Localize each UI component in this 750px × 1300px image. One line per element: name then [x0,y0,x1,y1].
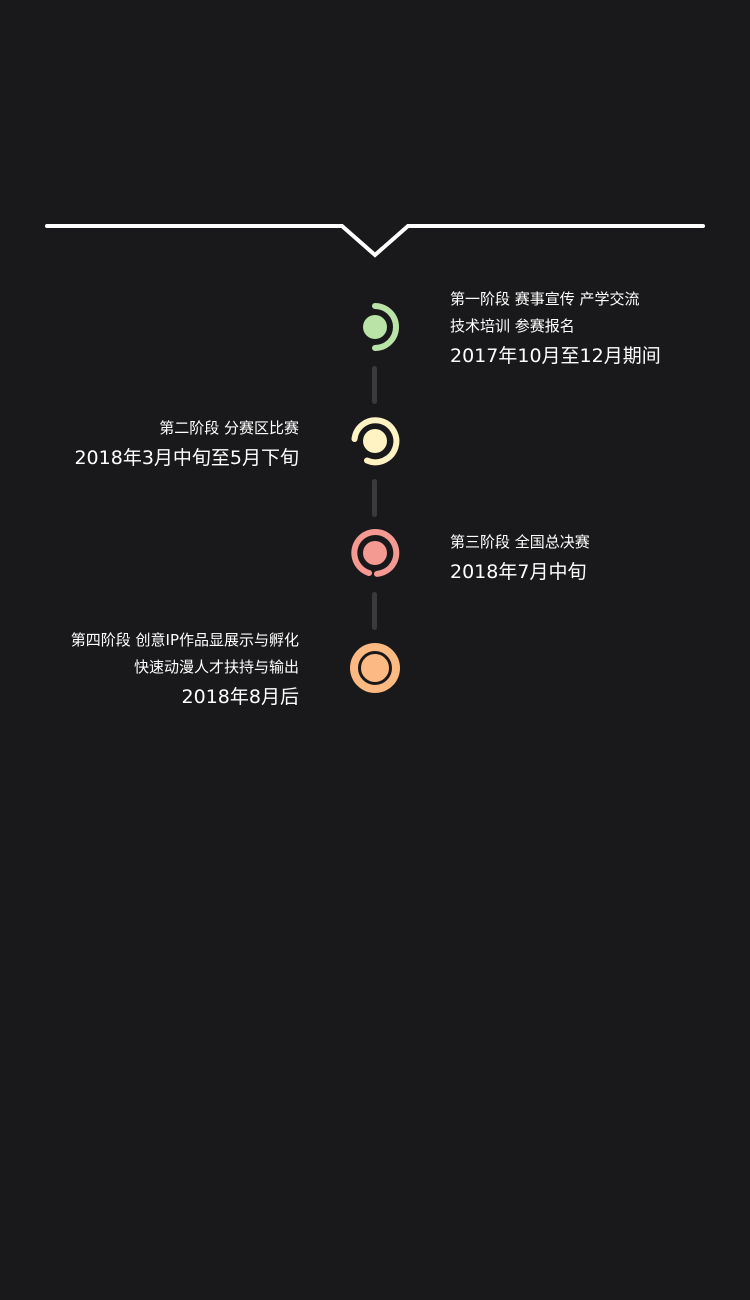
stage-1-date: 2017年10月至12月期间 [450,345,661,367]
stage-1-text: 第一阶段 赛事宣传 产学交流 技术培训 参赛报名 2017年10月至12月期间 [450,286,661,371]
stage-3-date: 2018年7月中旬 [450,561,587,583]
stage-4-node [347,640,403,696]
stage-2-text: 第二阶段 分赛区比赛 2018年3月中旬至5月下旬 [74,415,299,473]
stage-4-ring-icon [350,643,400,693]
timeline-connector-2 [372,479,377,517]
stage-1-title-line-1: 第一阶段 赛事宣传 产学交流 [450,290,640,308]
stage-1-title-line-2: 技术培训 参赛报名 [450,317,575,335]
stage-4-text: 第四阶段 创意IP作品显展示与孵化 快速动漫人才扶持与输出 2018年8月后 [71,627,299,712]
stage-4-date: 2018年8月后 [181,686,299,708]
timeline-connector-3 [372,592,377,630]
stage-2-node [347,413,403,469]
stage-2-progress-ring-icon [351,417,400,466]
stage-2-date: 2018年3月中旬至5月下旬 [74,447,299,469]
header-divider [45,224,705,258]
stage-3-title-line-1: 第三阶段 全国总决赛 [450,533,590,551]
stage-3-node [347,525,403,581]
stage-2-title-line-1: 第二阶段 分赛区比赛 [159,419,299,437]
stage-3-progress-ring-icon [351,528,400,577]
stage-1-node [347,299,403,355]
stage-4-title-line-1: 第四阶段 创意IP作品显展示与孵化 [70,631,299,649]
stage-4-title-line-2: 快速动漫人才扶持与输出 [133,658,299,676]
stage-1-progress-ring-icon [363,303,399,351]
stage-3-text: 第三阶段 全国总决赛 2018年7月中旬 [450,529,590,587]
timeline-connector-1 [372,366,377,404]
